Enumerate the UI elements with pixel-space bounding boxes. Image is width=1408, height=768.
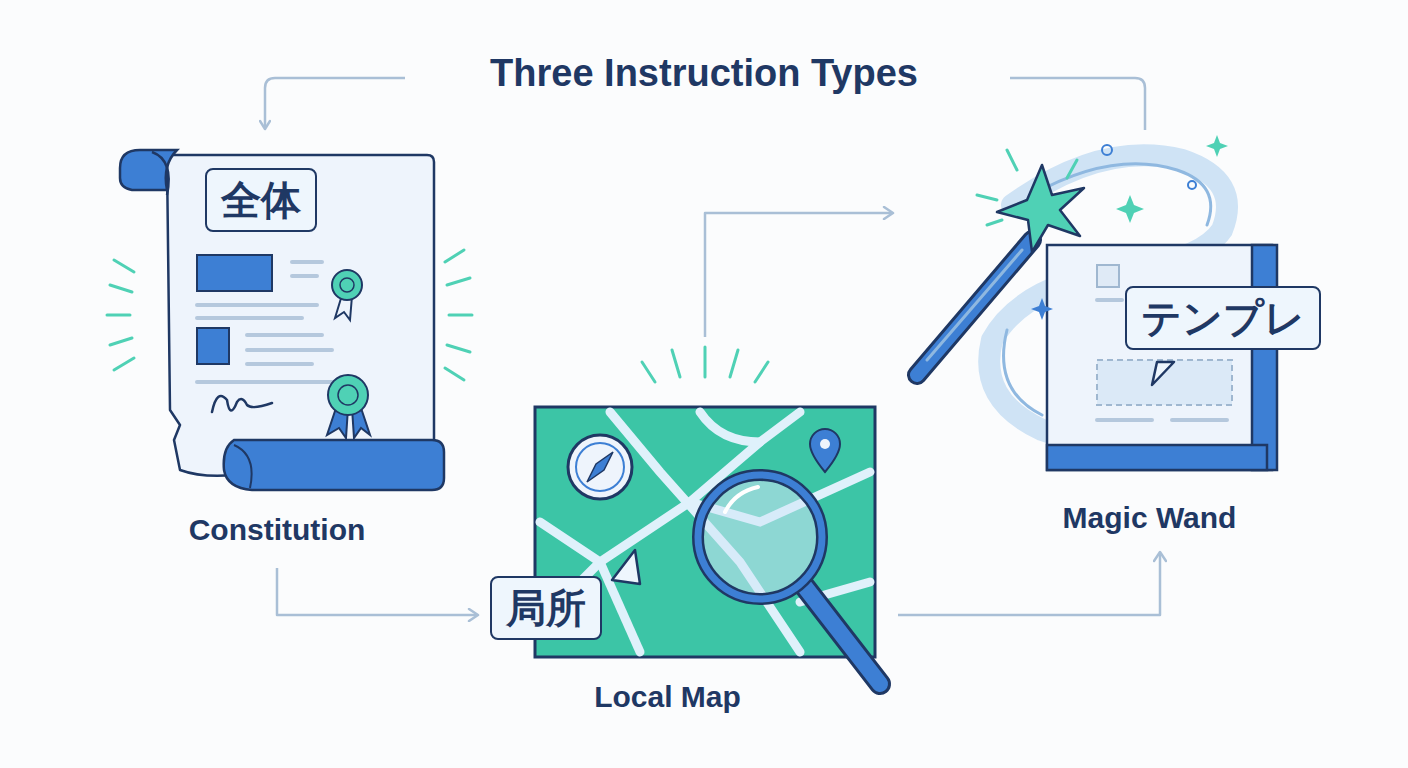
flow-arrow	[898, 553, 1160, 615]
node-caption: Magic Wand	[950, 500, 1349, 536]
magic-wand-template: テンプレ Magic Wand	[900, 130, 1349, 545]
constitution-scroll: 全体 Constitution	[100, 140, 454, 560]
illustration	[485, 345, 890, 719]
speech-bubble: テンプレ	[1125, 286, 1321, 350]
title-wrap: Three Instruction Types	[0, 52, 1408, 95]
local-map: 局所 Local Map	[485, 345, 890, 719]
diagram-title: Three Instruction Types	[480, 52, 928, 94]
speech-bubble: 局所	[490, 576, 602, 640]
flow-arrow	[277, 568, 477, 615]
flow-arrow	[705, 213, 892, 337]
title-line-right	[1010, 78, 1145, 130]
title-arrow-left	[265, 78, 405, 128]
scroll-heading: 全体	[205, 168, 317, 232]
node-caption: Local Map	[485, 679, 850, 715]
node-caption: Constitution	[100, 512, 454, 548]
